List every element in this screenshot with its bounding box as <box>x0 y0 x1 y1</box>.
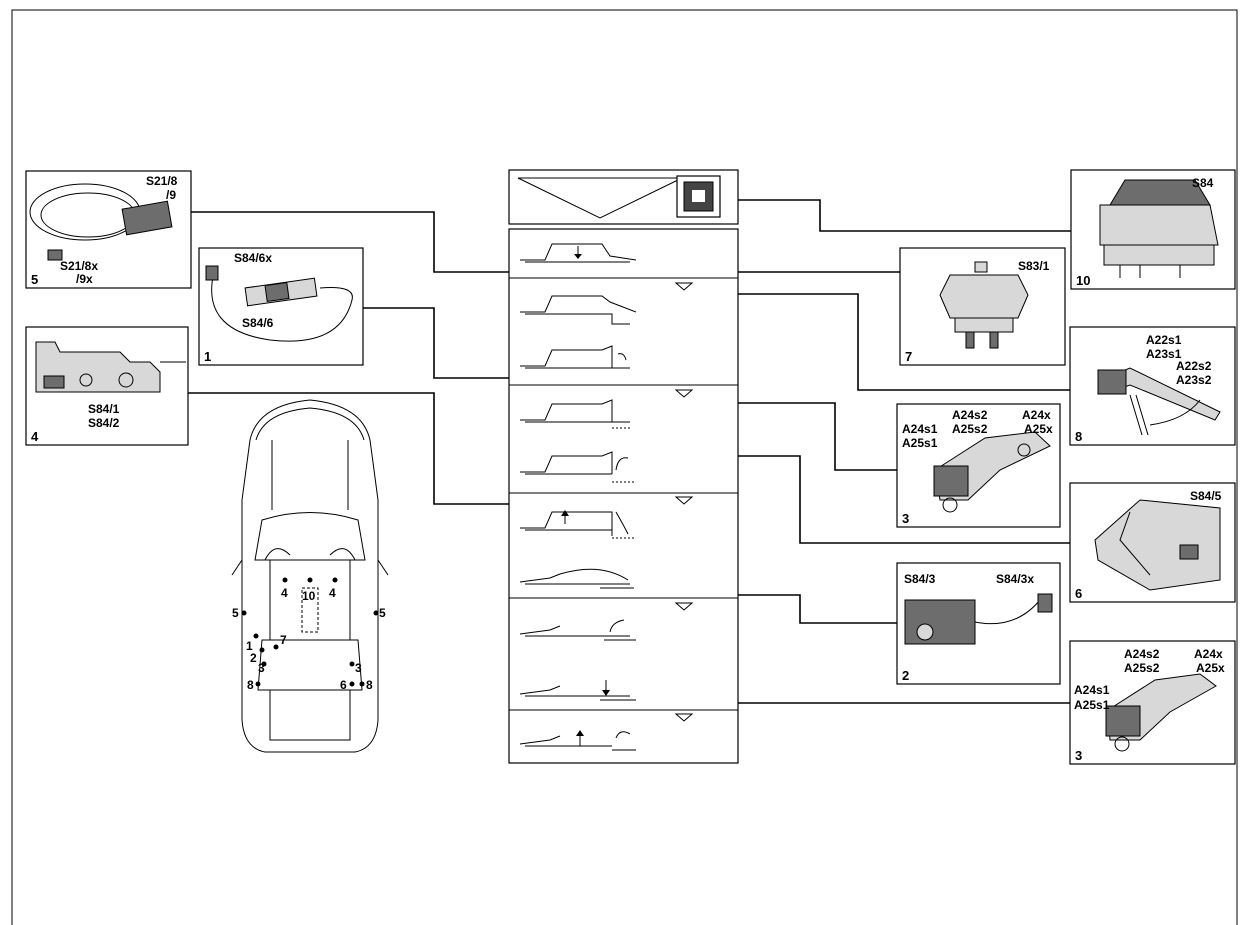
component-number-6: 6 <box>1075 586 1082 601</box>
label-s84-2: S84/2 <box>88 416 120 430</box>
label-s21-8: S21/8 <box>146 174 178 188</box>
label-s84-3: S84/3 <box>904 572 936 586</box>
label-a25x-lower: A25x <box>1196 661 1225 675</box>
label-s84-3x: S84/3x <box>996 572 1034 586</box>
car-label-5-right: 5 <box>379 606 386 620</box>
label-s83-1: S83/1 <box>1018 259 1050 273</box>
label-a24s1-lower: A24s1 <box>1074 683 1110 697</box>
label-a24s2-upper: A24s2 <box>952 408 988 422</box>
component-number-1: 1 <box>204 349 211 364</box>
operation-panel <box>508 169 739 764</box>
component-4-box: S84/1 S84/2 4 <box>25 326 189 446</box>
component-2-box: S84/3 S84/3x 2 <box>896 562 1061 685</box>
car-label-3-left: 3 <box>258 661 265 675</box>
label-a25x-upper: A25x <box>1024 422 1053 436</box>
label-a22s2: A22s2 <box>1176 359 1212 373</box>
component-7-box: S83/1 7 <box>899 247 1066 366</box>
component-10-box: S84 10 <box>1070 169 1236 290</box>
car-label-5-left: 5 <box>232 606 239 620</box>
car-label-8-right: 8 <box>366 678 373 692</box>
car-label-10: 10 <box>302 589 316 603</box>
label-s84-5: S84/5 <box>1190 489 1222 503</box>
panel-header-triangle <box>517 177 683 219</box>
label-a24x-upper: A24x <box>1022 408 1051 422</box>
component-number-5: 5 <box>31 272 38 287</box>
component-number-7: 7 <box>905 349 912 364</box>
car-label-8-left: 8 <box>247 678 254 692</box>
label-a25s1-lower: A25s1 <box>1074 698 1110 712</box>
car-label-4-left: 4 <box>281 586 288 600</box>
section-indicator-triangles <box>674 282 694 722</box>
component-6-box: S84/5 6 <box>1069 482 1236 603</box>
label-s21-9x: /9x <box>76 272 93 286</box>
car-label-2: 2 <box>250 651 257 665</box>
label-s84-6: S84/6 <box>242 316 274 330</box>
label-a25s2-lower: A25s2 <box>1124 661 1160 675</box>
roof-pictograms <box>519 243 637 751</box>
label-a25s1-upper: A25s1 <box>902 436 938 450</box>
panel-body <box>508 228 739 764</box>
label-s84-6x: S84/6x <box>234 251 272 265</box>
label-s21-9: /9 <box>166 188 176 202</box>
car-top-view: 4 10 4 5 5 1 2 7 3 3 8 6 8 <box>231 399 389 753</box>
car-label-6: 6 <box>340 678 347 692</box>
label-a25s2-upper: A25s2 <box>952 422 988 436</box>
car-label-4-right: 4 <box>329 586 336 600</box>
label-a24x-lower: A24x <box>1194 647 1223 661</box>
car-label-7: 7 <box>280 633 287 647</box>
component-number-2: 2 <box>902 668 909 683</box>
label-a23s1: A23s1 <box>1146 347 1182 361</box>
component-number-4: 4 <box>31 429 39 444</box>
diagram-frame <box>11 9 1238 925</box>
label-a23s2: A23s2 <box>1176 373 1212 387</box>
component-number-3-upper: 3 <box>902 511 909 526</box>
component-1-box: S84/6x S84/6 1 <box>198 247 364 366</box>
component-number-8: 8 <box>1075 429 1082 444</box>
label-s84: S84 <box>1192 176 1214 190</box>
component-8-box: A22s1 A23s1 A22s2 A23s2 8 <box>1069 326 1236 446</box>
label-s21-8x: S21/8x <box>60 259 98 273</box>
label-s84-1: S84/1 <box>88 402 120 416</box>
car-label-1: 1 <box>246 639 253 653</box>
component-3-upper-box: A24s1 A25s1 A24s2 A25s2 A24x A25x 3 <box>896 403 1061 528</box>
label-a22s1: A22s1 <box>1146 333 1182 347</box>
label-a24s1-upper: A24s1 <box>902 422 938 436</box>
component-3-lower-box: A24s1 A25s1 A24s2 A25s2 A24x A25x 3 <box>1069 640 1236 765</box>
location-markers <box>241 577 379 687</box>
component-number-3-lower: 3 <box>1075 748 1082 763</box>
car-label-3-right: 3 <box>355 661 362 675</box>
component-5-box: S21/8 /9 S21/8x /9x 5 <box>25 170 192 289</box>
label-a24s2-lower: A24s2 <box>1124 647 1160 661</box>
component-number-10: 10 <box>1076 273 1090 288</box>
